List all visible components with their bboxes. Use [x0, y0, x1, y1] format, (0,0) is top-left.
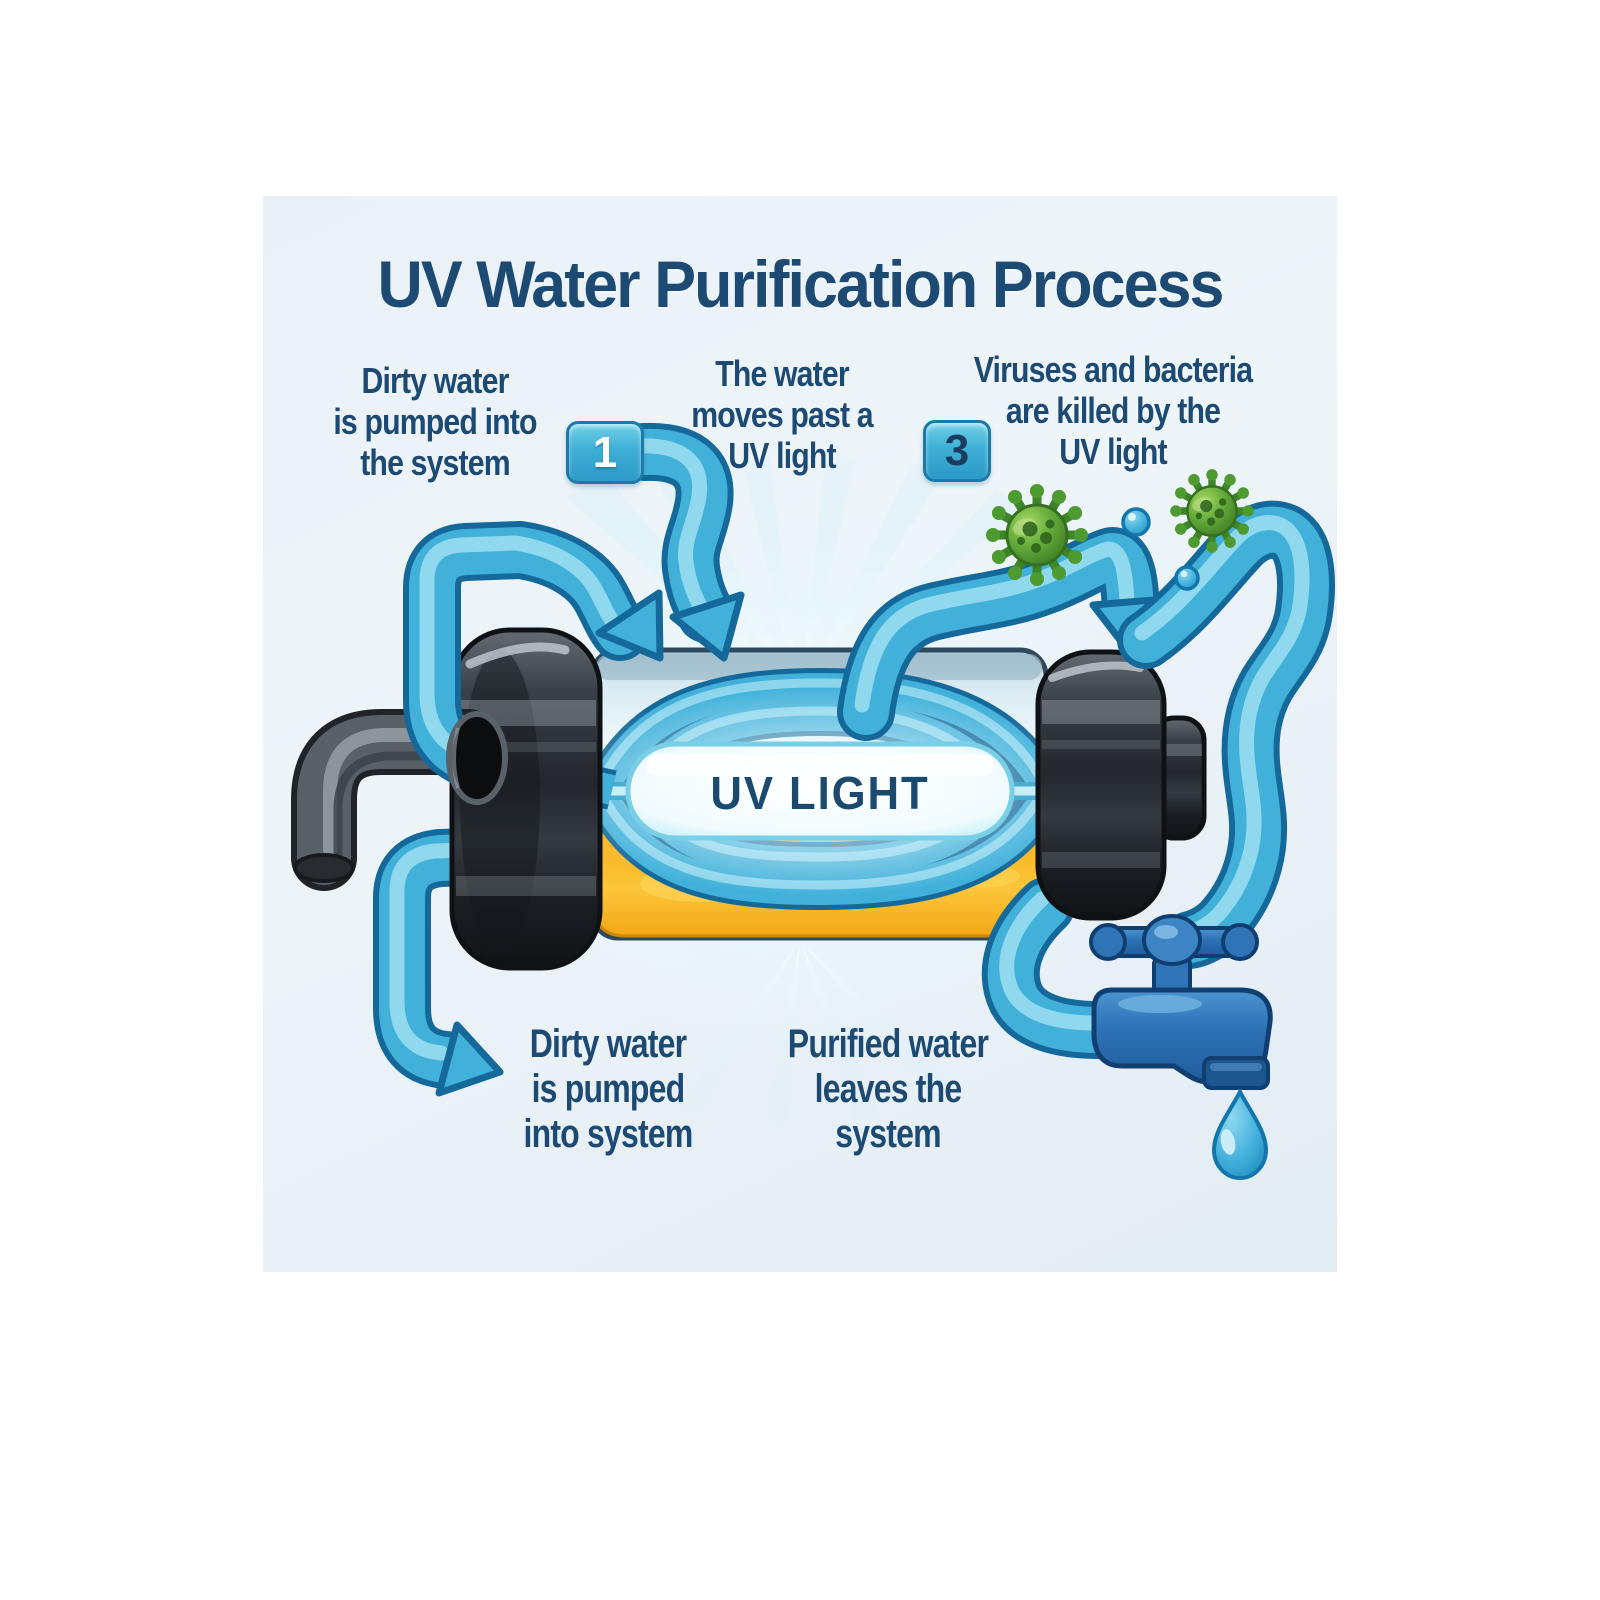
inlet-pipe-gray [291, 709, 501, 891]
infographic-canvas: UV Water Purification Process Dirty wate… [263, 196, 1337, 1272]
bottom-label-line: is pumped [531, 1067, 686, 1111]
bottom-label-line: leaves the [814, 1067, 963, 1111]
faucet-spout-collar [1202, 1056, 1270, 1090]
water-droplets [1121, 507, 1200, 591]
pipe-bottom-left-exit [397, 849, 504, 1097]
water-drop-icon [1211, 1087, 1269, 1180]
page-title: UV Water Purification Process [377, 247, 1224, 321]
uv-rays-down [676, 940, 948, 1126]
chamber-top-band [596, 654, 1042, 680]
step-2-line: moves past a [691, 394, 873, 435]
step-1-line: Dirty water [361, 360, 509, 401]
step-3-badge: 3 [923, 420, 991, 482]
right-end-cap [1035, 649, 1207, 921]
cap-inlet-hole [446, 711, 508, 805]
bottom-label-line: Dirty water [529, 1022, 687, 1066]
bottom-label-line: system [835, 1112, 941, 1156]
bottom-label-line: into system [523, 1112, 693, 1156]
bottom-label-purified-water: Purified water leaves the system [752, 1022, 1024, 1157]
step-2-label: The water moves past a UV light [622, 353, 941, 476]
flow-arrow-icon [435, 1021, 504, 1097]
diagram-art [291, 196, 1337, 1180]
step-2-line: The water [715, 353, 849, 394]
step-3-line: are killed by the [1005, 390, 1221, 431]
step-1-label: Dirty water is pumped into the system [275, 360, 594, 483]
pipe-top-left-loop [427, 543, 664, 762]
step-3-label: Viruses and bacteria are killed by the U… [953, 349, 1272, 472]
flow-arrow-icon [669, 591, 745, 662]
uv-lamp-icon [575, 741, 1065, 841]
bottom-label-dirty-water: Dirty water is pumped into system [472, 1022, 744, 1157]
step-3-line: Viruses and bacteria [973, 349, 1253, 390]
step-3-line: UV light [1059, 431, 1167, 472]
step-1-line: the system [360, 442, 510, 483]
faucet-icon [1089, 914, 1273, 1180]
uv-lamp-label: UV LIGHT [710, 767, 930, 819]
step-1-line: is pumped into [333, 401, 537, 442]
step-1-badge: 1 [566, 421, 644, 484]
step-2-line: UV light [728, 435, 836, 476]
flow-arrow-icon [595, 589, 664, 662]
pipe-step1-arrow [639, 446, 745, 662]
bottom-label-line: Purified water [787, 1022, 989, 1066]
